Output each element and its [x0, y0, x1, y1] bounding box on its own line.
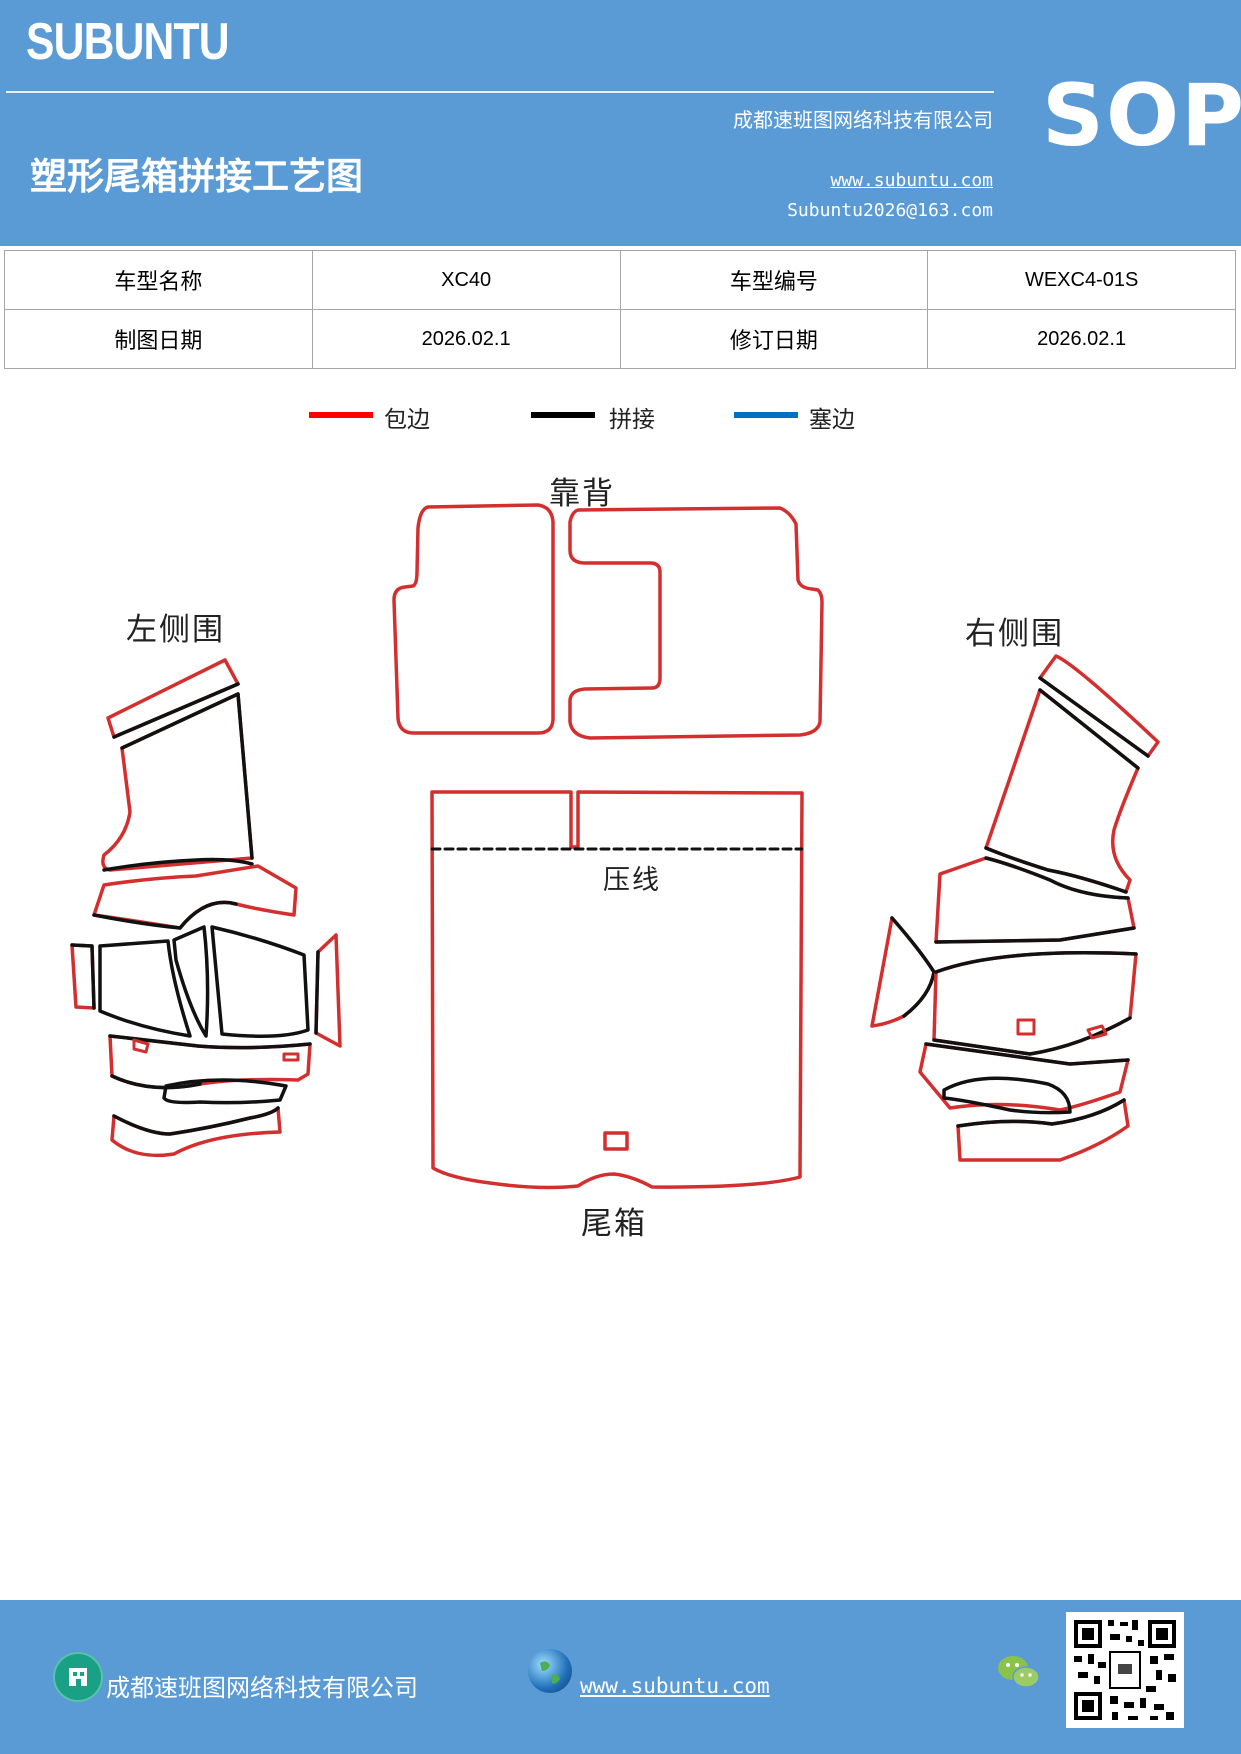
footer-company-name: 成都速班图网络科技有限公司	[106, 1674, 418, 1702]
table-row: 车型名称 XC40 车型编号 WEXC4-01S	[4, 250, 1236, 310]
revise-date-value: 2026.02.1	[927, 309, 1236, 369]
trunk-panel-outline	[430, 790, 804, 1190]
right-side-label: 右侧围	[965, 616, 1064, 652]
legend-label: 包边	[384, 407, 430, 433]
right-side-edge-top	[1038, 654, 1160, 758]
legend-label: 拼接	[609, 407, 655, 433]
draw-date-label: 制图日期	[4, 309, 313, 369]
table-row: 制图日期 2026.02.1 修订日期 2026.02.1	[4, 309, 1236, 369]
model-code-value: WEXC4-01S	[927, 250, 1236, 310]
footer-banner: 成都速班图网络科技有限公司 www.subuntu.com	[0, 1600, 1241, 1754]
info-table: 车型名称 XC40 车型编号 WEXC4-01S 制图日期 2026.02.1 …	[4, 250, 1236, 369]
email-address: Subuntu2026@163.com	[787, 200, 993, 221]
backrest-label: 靠背	[549, 476, 615, 512]
globe-icon	[528, 1649, 572, 1693]
backrest-right-panel	[568, 506, 824, 740]
left-side-label: 左侧围	[126, 612, 225, 648]
revise-date-label: 修订日期	[619, 309, 929, 369]
brand-logo: SUBUNTU	[26, 13, 230, 71]
header-banner: SUBUNTU 成都速班图网络科技有限公司 塑形尾箱拼接工艺图 www.subu…	[0, 0, 1241, 246]
sop-label: SOP	[1042, 66, 1241, 166]
website-link[interactable]: www.subuntu.com	[830, 170, 993, 191]
draw-date-value: 2026.02.1	[311, 309, 621, 369]
qr-code-image	[1066, 1612, 1184, 1728]
legend-swatch	[309, 412, 373, 418]
document-title: 塑形尾箱拼接工艺图	[30, 154, 363, 198]
crease-label: 压线	[603, 865, 661, 896]
model-name-value: XC40	[311, 250, 621, 310]
legend-swatch	[531, 412, 595, 418]
trunk-label: 尾箱	[581, 1206, 647, 1242]
backrest-left-panel	[392, 503, 555, 735]
wechat-icon[interactable]	[996, 1652, 1042, 1692]
legend-swatch	[734, 412, 798, 418]
right-side-upper-panel	[984, 688, 1140, 894]
footer-website-link[interactable]: www.subuntu.com	[580, 1674, 770, 1698]
trunk-small-slot	[603, 1131, 629, 1151]
legend-label: 塞边	[809, 407, 855, 433]
model-code-label: 车型编号	[619, 250, 929, 310]
building-icon	[53, 1652, 103, 1702]
header-divider	[6, 91, 994, 93]
company-name: 成都速班图网络科技有限公司	[733, 108, 993, 132]
model-name-label: 车型名称	[4, 250, 313, 310]
